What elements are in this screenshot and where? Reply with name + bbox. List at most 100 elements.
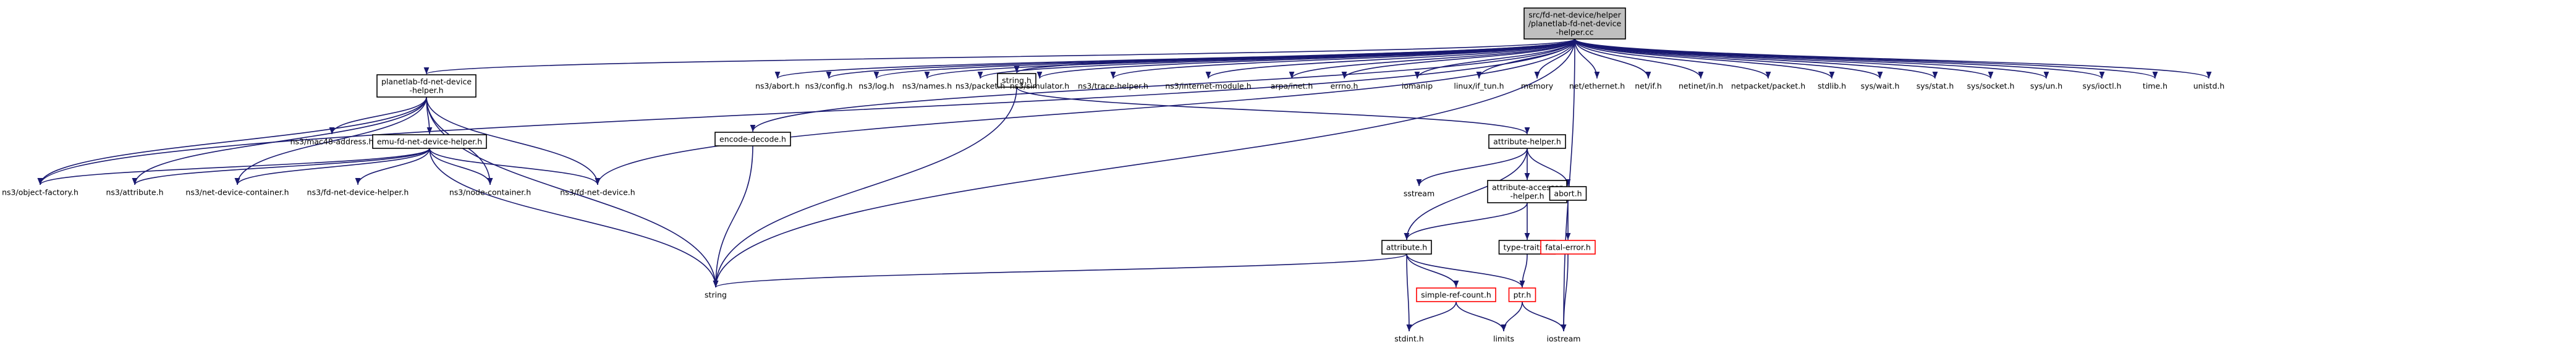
edge-emu_helper_h-to-ns3_fd_net_device_helper [355, 148, 430, 185]
node-label: memory [1521, 82, 1554, 91]
node-pl-helper-h[interactable]: planetlab-fd-net-device-helper.h [376, 74, 477, 98]
node-ns3-node-container[interactable]: ns3/node-container.h [449, 188, 531, 197]
node-emu-helper-h[interactable]: emu-fd-net-device-helper.h [372, 134, 487, 149]
edge-fatal_error-to-iostream [1561, 253, 1569, 332]
node-label: netinet/in.h [1679, 82, 1723, 91]
edge-ptr_h-to-iostream [1522, 301, 1567, 332]
node-sys-socket[interactable]: sys/socket.h [1967, 82, 2015, 91]
node-label: encode-decode.h [719, 135, 786, 144]
node-ns3-mac48[interactable]: ns3/mac48-address.h [290, 137, 374, 146]
node-ns3-abort[interactable]: ns3/abort.h [755, 82, 800, 91]
node-label: ns3/config.h [805, 82, 853, 91]
node-netpacket[interactable]: netpacket/packet.h [1731, 82, 1805, 91]
edge-root-to-memory [1534, 38, 1575, 79]
edge-root-to-time_h [1574, 38, 2158, 79]
node-string[interactable]: string [705, 290, 727, 300]
node-attribute-h[interactable]: attribute.h [1381, 240, 1432, 255]
node-label: planetlab-fd-net-device [381, 77, 472, 87]
edge-root-to-sys_wait [1574, 38, 1883, 79]
node-label: sys/un.h [2030, 82, 2062, 91]
edge-root-to-errno_h [1341, 38, 1575, 79]
edge-attribute_h-to-string [713, 253, 1407, 288]
edge-attribute_h-to-ptr_h [1406, 253, 1525, 288]
node-unistd-h[interactable]: unistd.h [2193, 82, 2225, 91]
node-label: src/fd-net-device/helper [1528, 11, 1621, 20]
node-iostream[interactable]: iostream [1547, 334, 1581, 344]
node-sys-stat[interactable]: sys/stat.h [1917, 82, 1954, 91]
node-label: limits [1493, 334, 1514, 344]
node-sstream[interactable]: sstream [1404, 189, 1434, 198]
node-abort-h[interactable]: abort.h [1549, 186, 1587, 201]
node-label: iomanip [1402, 82, 1433, 91]
edge-attribute_h-to-simple_ref [1406, 253, 1459, 288]
edge-attribute_helper-to-sstream [1416, 148, 1528, 187]
node-label: attribute.h [1386, 243, 1427, 252]
edge-root-to-sys_socket [1574, 38, 1994, 79]
node-stdint-h[interactable]: stdint.h [1394, 334, 1424, 344]
node-box [1488, 134, 1566, 149]
node-ns3-object-factory[interactable]: ns3/object-factory.h [2, 188, 78, 197]
node-sys-wait[interactable]: sys/wait.h [1861, 82, 1900, 91]
node-attribute-helper[interactable]: attribute-helper.h [1488, 134, 1566, 149]
node-label: attribute-helper.h [1493, 137, 1561, 146]
node-linux-if-tun[interactable]: linux/if_tun.h [1454, 82, 1504, 91]
node-net-if[interactable]: net/if.h [1635, 82, 1662, 91]
node-ns3-fd-net-device-helper[interactable]: ns3/fd-net-device-helper.h [307, 188, 409, 197]
edge-pl_helper_h-to-string [426, 96, 719, 288]
node-root: src/fd-net-device/helper/planetlab-fd-ne… [1523, 7, 1626, 40]
node-string-h[interactable]: string.h [997, 73, 1036, 88]
edge-emu_helper_h-to-string [429, 148, 719, 288]
node-ns3-internet-module[interactable]: ns3/internet-module.h [1165, 82, 1251, 91]
node-ns3-log[interactable]: ns3/log.h [858, 82, 894, 91]
node-label: sys/ioctl.h [2083, 82, 2122, 91]
node-label: ptr.h [1514, 290, 1532, 300]
node-label: ns3/attribute.h [106, 188, 163, 197]
node-arpa-inet[interactable]: arpa/inet.h [1271, 82, 1313, 91]
node-label: ns3/trace-helper.h [1078, 82, 1148, 91]
node-ns3-packet[interactable]: ns3/packet.h [955, 82, 1005, 91]
node-ptr-h[interactable]: ptr.h [1508, 287, 1536, 302]
node-box [1549, 186, 1587, 201]
node-label: -helper.h [1510, 192, 1544, 201]
node-ns3-fd-net-device[interactable]: ns3/fd-net-device.h [560, 188, 635, 197]
node-box [376, 74, 477, 98]
node-net-ethernet[interactable]: net/ethernet.h [1569, 82, 1625, 91]
edge-root-to-unistd_h [1574, 38, 2212, 79]
node-iomanip[interactable]: iomanip [1402, 82, 1433, 91]
node-netinet-in[interactable]: netinet/in.h [1679, 82, 1723, 91]
node-ns3-net-device-container[interactable]: ns3/net-device-container.h [185, 188, 289, 197]
node-label: emu-fd-net-device-helper.h [377, 137, 482, 146]
node-label: type-traits.h [1504, 243, 1551, 252]
node-ns3-names[interactable]: ns3/names.h [902, 82, 952, 91]
node-fatal-error[interactable]: fatal-error.h [1540, 240, 1596, 255]
edge-string_h-to-string [713, 87, 1017, 288]
node-sys-un[interactable]: sys/un.h [2030, 82, 2062, 91]
node-time-h[interactable]: time.h [2143, 82, 2167, 91]
node-label: sys/wait.h [1861, 82, 1900, 91]
edge-root-to-ns3_object_factory [37, 38, 1575, 185]
node-label: errno.h [1331, 82, 1358, 91]
edge-attribute_h-to-stdint_h [1406, 253, 1412, 332]
node-memory[interactable]: memory [1521, 82, 1554, 91]
node-label: abort.h [1554, 189, 1582, 198]
edge-attribute_helper-to-attribute_h [1404, 148, 1528, 240]
node-stdlib-h[interactable]: stdlib.h [1818, 82, 1846, 91]
node-label: stdint.h [1394, 334, 1424, 344]
node-box [1508, 287, 1536, 302]
edge-root-to-stdlib_h [1574, 38, 1835, 79]
node-ns3-attribute[interactable]: ns3/attribute.h [106, 188, 163, 197]
node-label: arpa/inet.h [1271, 82, 1313, 91]
edge-root-to-ns3_names [924, 38, 1575, 79]
node-encode-decode[interactable]: encode-decode.h [714, 132, 791, 146]
node-ns3-config[interactable]: ns3/config.h [805, 82, 853, 91]
node-limits[interactable]: limits [1493, 334, 1514, 344]
node-ns3-simulator[interactable]: ns3/simulator.h [1010, 82, 1069, 91]
node-errno-h[interactable]: errno.h [1331, 82, 1358, 91]
node-sys-ioctl[interactable]: sys/ioctl.h [2083, 82, 2122, 91]
edge-root-to-encode_decode [750, 38, 1575, 132]
edge-root-to-string_h [1014, 38, 1575, 74]
node-simple-ref[interactable]: simple-ref-count.h [1416, 287, 1496, 302]
node-box [372, 134, 487, 149]
node-ns3-trace-helper[interactable]: ns3/trace-helper.h [1078, 82, 1148, 91]
